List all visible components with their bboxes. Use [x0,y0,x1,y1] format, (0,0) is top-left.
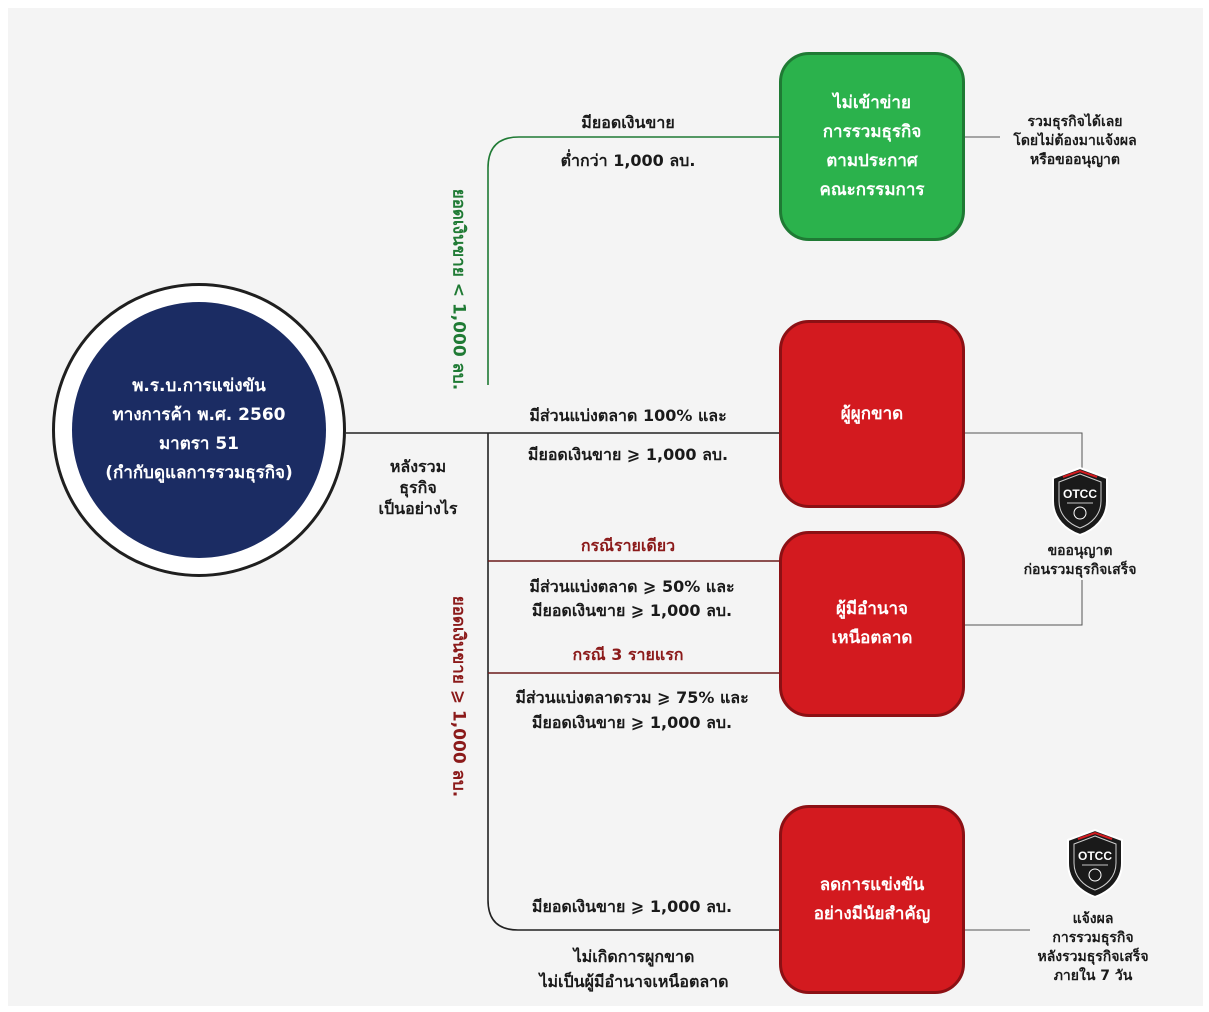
otcc-shield-icon-2: OTCC [1064,827,1126,903]
upper-branch-label: ยอดเงินขาย < 1,000 ลบ. [448,188,469,391]
note-notify: แจ้งผล การรวมธุรกิจ หลังรวมธุรกิจเสร็จ ภ… [1037,911,1149,984]
monopoly-to-badge [963,432,1083,470]
otcc-badge-text: OTCC [1063,487,1097,501]
note-green: รวมธุรกิจได้เลย โดยไม่ต้องมาแจ้งผล หรือข… [1013,114,1137,168]
note-permit: ขออนุญาต ก่อนรวมธุรกิจเสร็จ [1023,543,1137,578]
box-monopoly: ผู้ผูกขาด [779,320,965,508]
edge-green-2: ต่ำกว่า 1,000 ลบ. [560,151,696,170]
box-dominant: ผู้มีอำนาจ เหนือตลาด [779,531,965,717]
box-reduce-competition: ลดการแข่งขัน อย่างมีนัยสำคัญ [779,805,965,994]
law-line-2: ทางการค้า พ.ศ. 2560 [112,405,286,425]
law-line-3: มาตรา 51 [158,434,240,454]
law-line-1: พ.ร.บ.การแข่งขัน [132,376,266,396]
edge-reduce-1: มียอดเงินขาย ⩾ 1,000 ลบ. [531,897,733,916]
edge-monopoly-1: มีส่วนแบ่งตลาด 100% และ [529,406,727,425]
lower-branch-label: ยอดเงินขาย ⩾ 1,000 ลบ. [448,595,469,798]
edge-monopoly-2: มียอดเงินขาย ⩾ 1,000 ลบ. [527,445,729,464]
edge-green-1: มียอดเงินขาย [581,113,675,132]
edge-reduce-2: ไม่เกิดการผูกขาด [573,947,695,966]
otcc-shield-icon: OTCC [1049,465,1111,541]
edge-reduce-3: ไม่เป็นผู้มีอำนาจเหนือตลาด [539,972,729,991]
law-line-4: (กำกับดูแลการรวมธุรกิจ) [105,463,293,483]
dominant-to-badge [963,580,1083,626]
law-circle: พ.ร.บ.การแข่งขัน ทางการค้า พ.ศ. 2560 มาต… [72,302,326,558]
edge-single-1: มีส่วนแบ่งตลาด ⩾ 50% และ [529,577,735,596]
edge-top3-case: กรณี 3 รายแรก [572,645,684,664]
question-text: หลังรวม ธุรกิจ เป็นอย่างไร [378,457,458,518]
edge-single-2: มียอดเงินขาย ⩾ 1,000 ลบ. [531,601,733,620]
otcc-badge-text-2: OTCC [1078,849,1112,863]
edge-top3-2: มียอดเงินขาย ⩾ 1,000 ลบ. [531,713,733,732]
edge-single-case: กรณีรายเดียว [580,536,676,555]
box-not-merger: ไม่เข้าข่าย การรวมธุรกิจ ตามประกาศ คณะกร… [779,52,965,241]
upper-branch-line [487,136,780,385]
edge-top3-1: มีส่วนแบ่งตลาดรวม ⩾ 75% และ [515,688,749,707]
lower-branch-line [487,433,780,931]
